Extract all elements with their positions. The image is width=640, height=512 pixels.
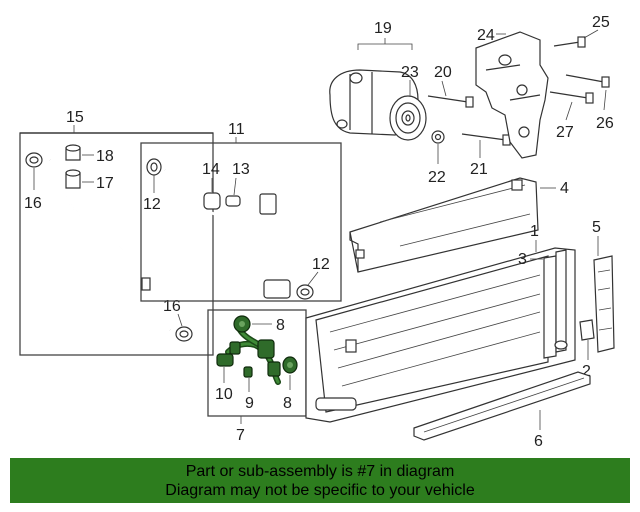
callout-19: 19 [374, 20, 392, 37]
box-11 [140, 142, 342, 302]
o-ring-8b [282, 356, 298, 374]
callout-6: 6 [534, 433, 543, 450]
highlighted-assembly-7 [225, 327, 281, 385]
cap-17 [65, 169, 81, 189]
callout-22: 22 [428, 169, 446, 186]
callout-23: 23 [401, 64, 419, 81]
callout-16b: 16 [163, 298, 181, 315]
o-ring-12b [296, 284, 314, 300]
stud-21 [461, 133, 511, 146]
callout-11: 11 [228, 121, 245, 138]
callout-9: 9 [245, 395, 254, 412]
callout-3: 3 [518, 251, 527, 268]
callout-26: 26 [596, 115, 614, 132]
bracket-2 [579, 319, 595, 341]
info-banner: Part or sub-assembly is #7 in diagram Di… [10, 458, 630, 503]
nut-22 [431, 130, 445, 144]
o-ring-12a [146, 158, 162, 176]
callout-16a: 16 [24, 195, 42, 212]
shield-6 [413, 371, 591, 441]
o-ring-16a [25, 152, 43, 168]
callout-7: 7 [236, 427, 245, 444]
line-15 [49, 159, 171, 331]
condenser-1 [305, 247, 576, 423]
callout-1: 1 [530, 223, 539, 240]
seal-5 [593, 255, 615, 353]
callout-24: 24 [477, 27, 495, 44]
bolt-27 [549, 91, 594, 104]
o-ring-16b [175, 326, 193, 342]
callout-21: 21 [470, 161, 488, 178]
banner-line-2: Diagram may not be specific to your vehi… [165, 482, 475, 499]
o-ring-8a [233, 315, 251, 333]
bracket-24 [475, 31, 549, 159]
banner-line-1: Part or sub-assembly is #7 in diagram [185, 463, 455, 480]
bolt-26 [565, 74, 610, 88]
callout-15: 15 [66, 109, 84, 126]
drier-3 [543, 249, 568, 359]
callout-27: 27 [556, 124, 574, 141]
callout-14: 14 [202, 161, 220, 178]
valve-9 [243, 366, 253, 378]
valve-10 [216, 353, 234, 367]
callout-20: 20 [434, 64, 452, 81]
valve-13 [225, 195, 241, 207]
callout-8a: 8 [276, 317, 285, 334]
callout-8b: 8 [283, 395, 292, 412]
callout-17: 17 [96, 175, 114, 192]
clutch-23 [389, 95, 427, 141]
callout-4: 4 [560, 180, 569, 197]
callout-10: 10 [215, 386, 233, 403]
cap-18 [65, 144, 81, 161]
callout-5: 5 [592, 219, 601, 236]
bolt-20 [427, 95, 474, 108]
bolt-25 [553, 36, 586, 48]
callout-2: 2 [582, 363, 591, 380]
callout-12a: 12 [143, 196, 161, 213]
callout-12b: 12 [312, 256, 330, 273]
callout-25: 25 [592, 14, 610, 31]
parts-diagram: 15 16 18 17 16 11 12 [19, 14, 615, 450]
valve-14 [203, 192, 221, 210]
hose-11 [164, 168, 304, 299]
callout-13: 13 [232, 161, 250, 178]
shield-4 [349, 177, 539, 273]
callout-18: 18 [96, 148, 114, 165]
